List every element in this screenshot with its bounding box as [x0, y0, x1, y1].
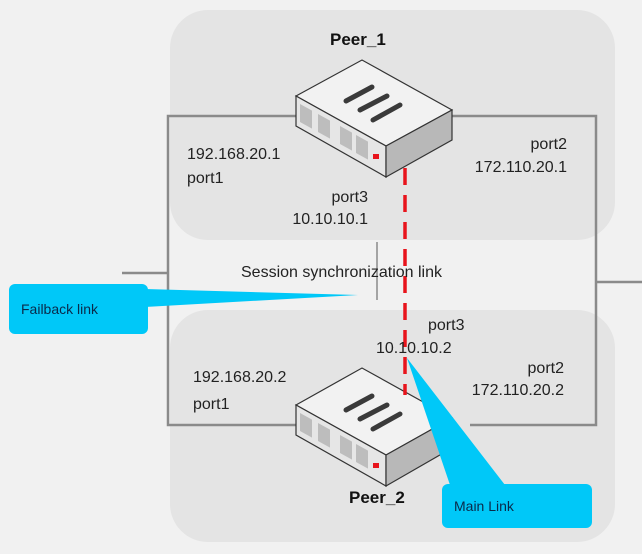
peer-1-port2-label: port2: [530, 136, 567, 153]
peer-1-title: Peer_1: [330, 30, 386, 49]
peer-1-port1-label: port1: [187, 170, 224, 187]
peer-2-port2-label: port2: [527, 360, 564, 377]
failback-callout-pointer: [145, 289, 358, 307]
peer-2-port1-label: port1: [193, 396, 230, 413]
peer-1-port3-label: port3: [331, 189, 368, 206]
peer-2-port2-ip: 172.110.20.2: [471, 382, 564, 399]
peer-1-device-icon[interactable]: [294, 59, 454, 179]
main-link-callout: Main Link: [442, 484, 592, 528]
peer-2-port3-ip: 10.10.10.2: [376, 340, 452, 357]
peer-1-port2-ip: 172.110.20.1: [474, 159, 567, 176]
peer-2-title: Peer_2: [349, 488, 405, 507]
sync-link-label: Session synchronization link: [241, 264, 442, 281]
peer-1-port1-ip: 192.168.20.1: [187, 146, 281, 163]
peer-2-port1-ip: 192.168.20.2: [193, 369, 287, 386]
port1-link: [166, 114, 297, 427]
port2-link: [452, 114, 598, 427]
failback-link-callout: Failback link: [9, 284, 148, 334]
main-callout-pointer: [407, 358, 505, 485]
peer-1-port3-ip: 10.10.10.1: [292, 211, 368, 228]
peer-2-device-icon[interactable]: [294, 367, 454, 488]
peer-2-port3-label: port3: [428, 317, 465, 334]
